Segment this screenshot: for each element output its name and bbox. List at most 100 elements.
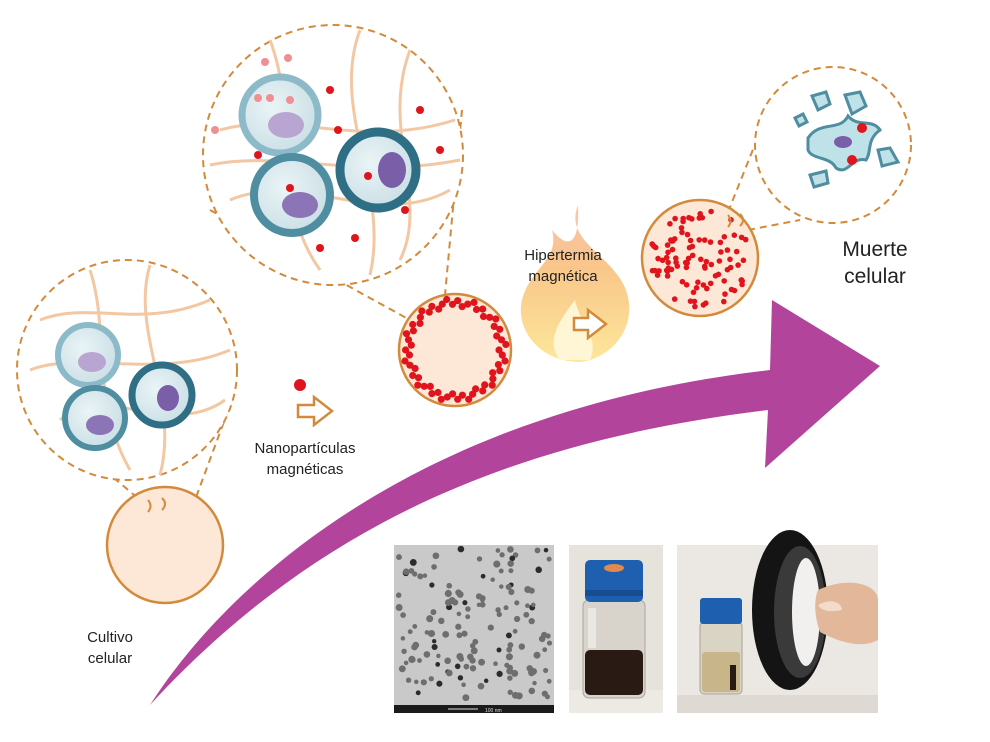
nanoparticle [486,313,494,321]
nanoparticle [400,612,406,618]
nanoparticle [400,636,406,641]
nanoparticle [414,374,423,382]
nanoparticle [695,279,701,286]
nanoparticle [528,687,536,695]
nanoparticle [426,382,434,390]
nanoparticle [525,603,530,609]
process-arrow [150,300,880,705]
nanoparticle [546,678,552,684]
nanoparticle [649,241,655,247]
nanoparticle [487,624,494,631]
nanoparticle [669,246,676,253]
nanoparticle [402,330,411,338]
nanoparticle [659,257,666,264]
nanoparticle [701,237,708,243]
nanoparticle [409,558,417,566]
tem-micrograph: 100 nm [394,545,554,714]
nanoparticle [690,289,697,296]
nanoparticle [727,256,733,263]
nanoparticle [436,680,443,687]
magnet-vial-photo [677,530,878,713]
nanoparticle [414,381,422,389]
nanoparticle [483,678,489,684]
nanoparticle [412,623,418,629]
nanoparticle [458,303,466,311]
nanoparticle [407,629,413,635]
nanoparticle [724,266,731,273]
nanoparticle [506,646,513,653]
nanoparticle [454,297,462,305]
nanoparticle [428,676,434,682]
nanoparticle [503,605,509,611]
nanoparticle [403,660,409,666]
nanoparticle [480,597,485,603]
nanoparticle [458,391,466,399]
nanoparticle [435,662,441,667]
step-arrow-2 [572,307,609,341]
nanoparticle [475,593,483,600]
nanoparticle [686,244,693,251]
nanoparticle [716,258,723,264]
nanoparticle [479,387,487,395]
nanoparticle [691,298,698,305]
zoom-culture [16,259,238,501]
zoom-nanoparticles [202,24,464,321]
nanoparticle [465,395,473,403]
nanoparticle [499,584,504,589]
nanoparticle [692,303,698,310]
nanoparticle [679,278,686,285]
nanoparticle [722,291,728,297]
nanoparticle [462,694,470,702]
nanoparticle [673,259,679,266]
nanoparticle [507,689,513,695]
nanoparticle [409,371,417,380]
nanoparticle [416,319,424,327]
nanoparticle [480,573,486,579]
nanoparticle [649,267,656,274]
nanoparticle [457,545,465,553]
nanoparticle [405,351,414,359]
nanoparticle [423,651,431,658]
nanoparticle [701,263,708,270]
nanoparticle [427,629,436,638]
nanoparticle [739,281,745,288]
nanoparticle [665,259,671,266]
nanoparticle [496,670,503,678]
nanoparticle [395,604,403,611]
nanoparticle [508,588,515,596]
nanoparticle [451,599,459,606]
nanoparticle [541,690,548,697]
nanoparticle [528,617,535,625]
nanoparticle [698,256,704,263]
nanoparticle [704,285,710,292]
nanoparticle [470,298,478,306]
nanoparticle [443,393,451,401]
nanoparticle [435,305,443,313]
nanoparticle [437,395,445,403]
nanoparticle [533,651,541,659]
nanoparticle [402,568,410,576]
nanoparticle [404,336,413,344]
nanoparticle [470,647,478,655]
nanoparticle [476,556,483,562]
nanoparticle [411,643,418,651]
nanoparticle [738,234,745,241]
nanoparticle-ring [401,295,510,403]
nanoparticle [495,607,501,613]
nanoparticle [504,662,510,668]
nanoparticle [442,630,450,638]
ferrofluid-vial-photo [569,545,663,713]
nanoparticle [489,375,497,383]
nanoparticle [678,225,685,231]
nanoparticle [493,560,501,568]
nanoparticle [543,547,549,553]
nanoparticle [671,296,678,302]
nanoparticle [461,682,466,688]
nanoparticle [493,332,501,340]
nanoparticle [518,643,526,650]
nanoparticle [490,577,495,582]
nanoparticle [431,638,437,644]
